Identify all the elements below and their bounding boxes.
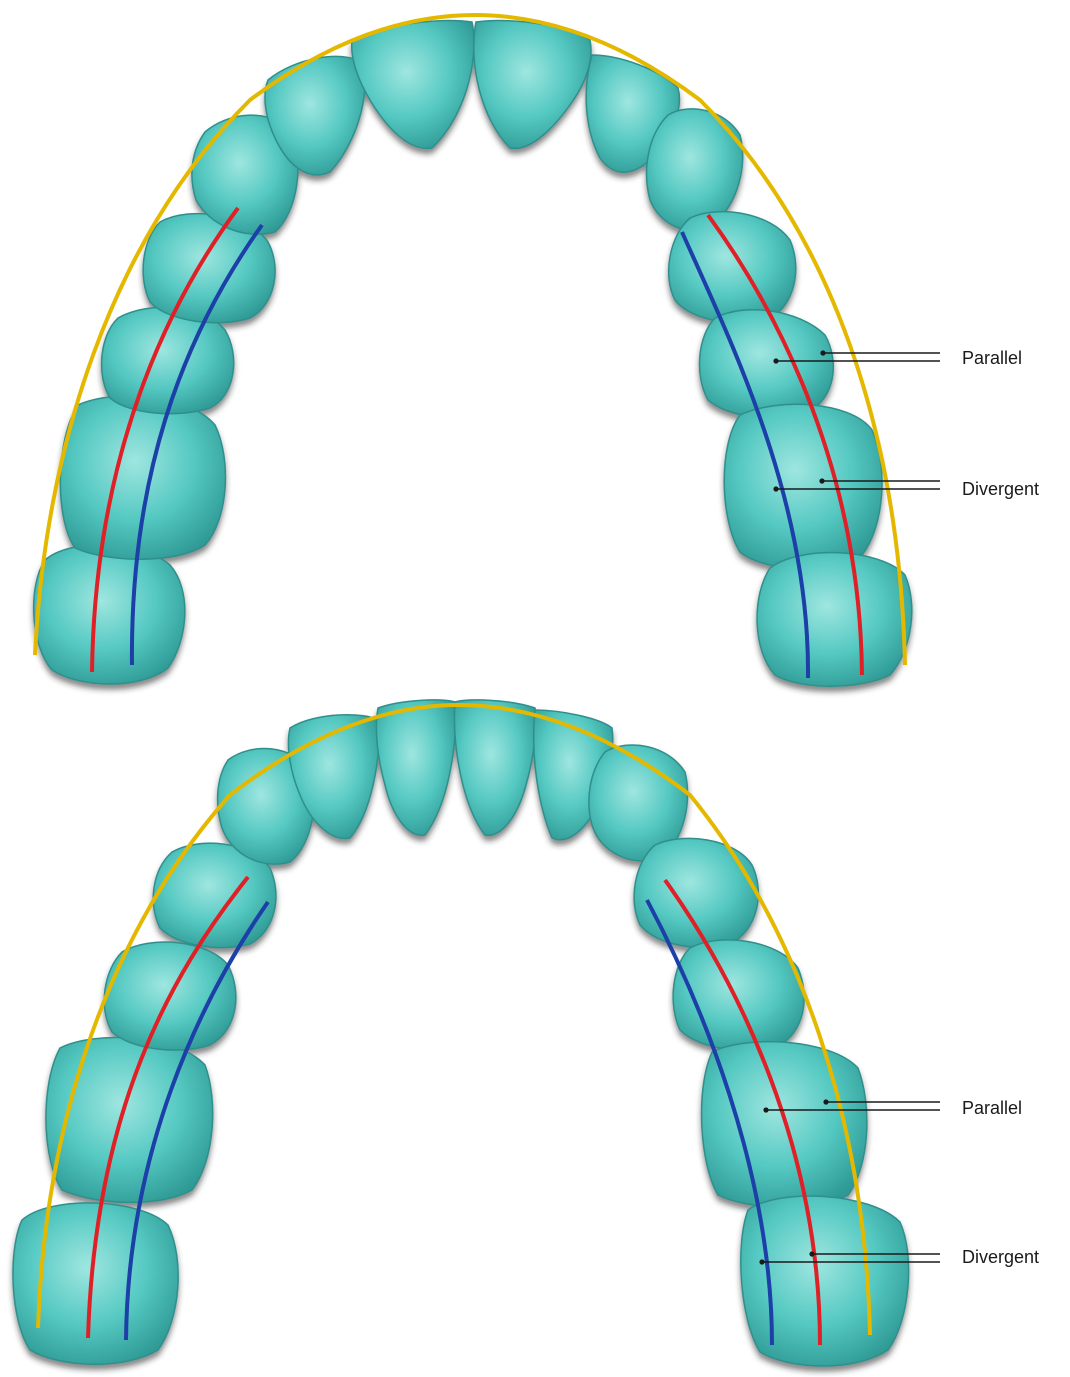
upper-arch: Parallel Divergent: [34, 15, 1039, 686]
upper-right-central-incisor: [474, 21, 591, 149]
lower-arch: Parallel Divergent: [13, 700, 1039, 1366]
upper-right-molar-1: [724, 404, 882, 568]
lower-divergent-label: Divergent: [962, 1247, 1039, 1267]
lower-right-central-incisor: [454, 700, 535, 835]
upper-left-molar-2: [34, 545, 185, 684]
upper-left-central-incisor: [352, 21, 474, 149]
upper-right-molar-2: [757, 553, 912, 687]
lower-parallel-label: Parallel: [962, 1098, 1022, 1118]
upper-right-premolar-1: [669, 212, 796, 323]
lower-left-molar-1: [46, 1038, 213, 1203]
upper-teeth: [34, 21, 912, 687]
lower-right-molar-2: [741, 1196, 909, 1366]
upper-divergent-label: Divergent: [962, 479, 1039, 499]
upper-parallel-label: Parallel: [962, 348, 1022, 368]
lower-teeth: [13, 700, 909, 1366]
lower-right-premolar-1: [634, 838, 758, 947]
lower-left-central-incisor: [376, 700, 455, 835]
upper-right-premolar-2: [700, 310, 834, 418]
upper-left-molar-1: [60, 396, 225, 559]
